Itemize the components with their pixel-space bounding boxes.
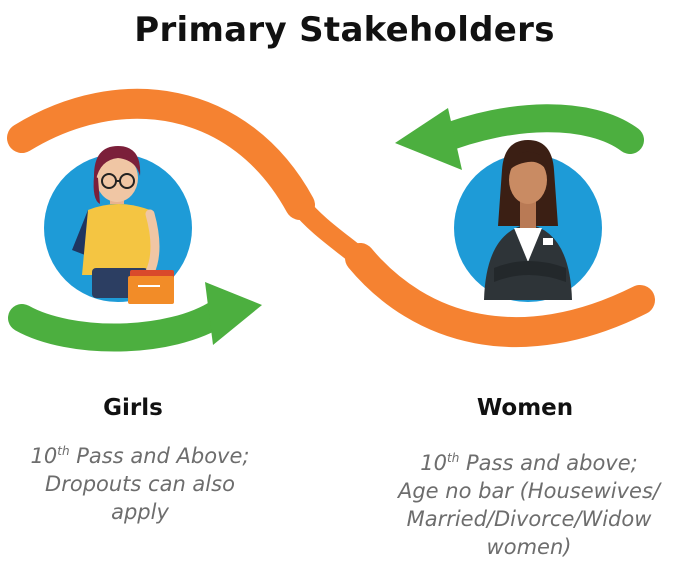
girls-description: 10th Pass and Above; Dropouts can also a…: [30, 444, 250, 524]
women-description: 10th Pass and above; Age no bar (Housewi…: [397, 451, 660, 559]
girls-label: Girls: [103, 395, 163, 421]
green-arrow-bottom-left: [8, 282, 262, 352]
businesswoman-icon: [454, 140, 602, 302]
student-girl-icon: [44, 146, 192, 304]
green-arrow-top-right: [395, 104, 644, 170]
diagram-title: Primary Stakeholders: [134, 10, 555, 50]
women-label: Women: [476, 395, 574, 421]
orange-curve-arrow: [7, 88, 655, 348]
